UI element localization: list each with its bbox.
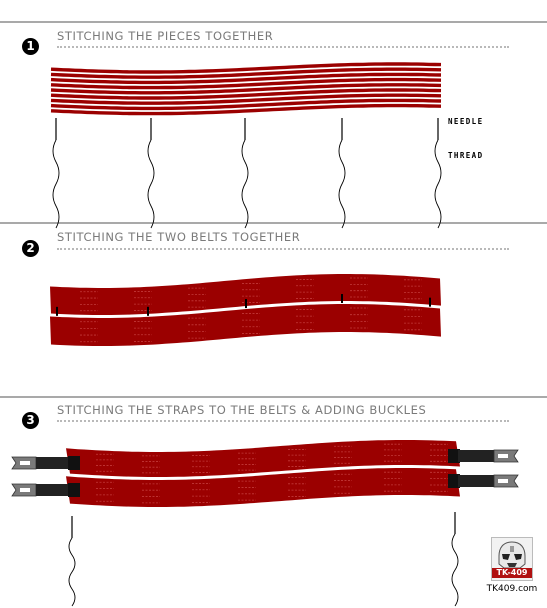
step-3-belts-with-buckles bbox=[11, 440, 519, 507]
join-stitch-needle bbox=[147, 306, 149, 316]
step-1-thread bbox=[434, 139, 442, 229]
step-2-badge: 2 bbox=[22, 240, 39, 257]
lower-finished-belt bbox=[66, 468, 460, 507]
belt-piece-strip bbox=[50, 62, 442, 74]
step-1-thread bbox=[147, 139, 155, 229]
step-3-title: STITCHING THE STRAPS TO THE BELTS & ADDI… bbox=[57, 403, 427, 417]
upper-right-buckle-strap bbox=[458, 450, 494, 462]
step-2-joined-belts bbox=[50, 274, 441, 346]
upper-left-buckle-strap bbox=[36, 457, 70, 469]
lower-left-buckle-clip-slot bbox=[20, 488, 30, 492]
upper-right-buckle-clip-slot bbox=[498, 454, 508, 458]
belt-piece-strip bbox=[50, 103, 442, 116]
step-1-belt-pieces bbox=[50, 62, 442, 116]
upper-right-buckle-fastener bbox=[448, 449, 460, 463]
step-1-dotted-line bbox=[57, 46, 509, 48]
lower-left-buckle-strap bbox=[36, 484, 70, 496]
stormtrooper-helmet-icon bbox=[498, 541, 526, 569]
lower-right-buckle-strap bbox=[458, 475, 494, 487]
upper-left-buckle-fastener bbox=[68, 456, 80, 470]
belt-piece-strip bbox=[50, 83, 442, 95]
thread-label: THREAD bbox=[448, 151, 484, 160]
belt-piece-strip bbox=[50, 77, 442, 90]
step-1-thread bbox=[52, 139, 60, 229]
section-divider-1 bbox=[0, 21, 547, 23]
tk409-caption: TK409.com bbox=[486, 584, 538, 594]
section-divider-2 bbox=[0, 222, 547, 224]
lower-belt bbox=[50, 304, 441, 346]
join-stitch-needle bbox=[245, 299, 247, 309]
step-2-dotted-line bbox=[57, 248, 509, 250]
step-3-right-thread bbox=[451, 533, 459, 607]
join-stitch-needle bbox=[429, 297, 431, 307]
step-3-left-thread bbox=[68, 537, 76, 607]
lower-right-buckle-fastener bbox=[448, 474, 460, 488]
tk409-badge: TK-409 bbox=[492, 568, 532, 578]
lower-right-buckle-clip-slot bbox=[498, 479, 508, 483]
step-1-badge: 1 bbox=[22, 38, 39, 55]
belt-piece-strip bbox=[50, 98, 442, 111]
join-stitch-needle bbox=[56, 306, 58, 316]
tk409-logo: TK-409 bbox=[491, 537, 533, 581]
belt-piece-strip bbox=[50, 72, 442, 85]
section-divider-3 bbox=[0, 396, 547, 398]
belt-piece-strip bbox=[50, 93, 442, 105]
belt-piece-strip bbox=[50, 88, 442, 100]
step-1-title: STITCHING THE PIECES TOGETHER bbox=[57, 29, 274, 43]
step-3-dotted-line bbox=[57, 420, 509, 422]
step-1-thread bbox=[338, 139, 346, 229]
needle-label: NEEDLE bbox=[448, 117, 484, 126]
step-3-needles bbox=[68, 512, 459, 607]
join-stitch-needle bbox=[341, 294, 343, 304]
upper-left-buckle-clip-slot bbox=[20, 461, 30, 465]
belt-piece-strip bbox=[50, 67, 442, 79]
upper-belt bbox=[50, 274, 441, 315]
step-1-needles bbox=[52, 118, 442, 229]
step-1-thread bbox=[241, 139, 249, 229]
step-3-badge: 3 bbox=[22, 412, 39, 429]
upper-finished-belt bbox=[66, 440, 460, 477]
lower-left-buckle-fastener bbox=[68, 483, 80, 497]
step-2-title: STITCHING THE TWO BELTS TOGETHER bbox=[57, 230, 301, 244]
